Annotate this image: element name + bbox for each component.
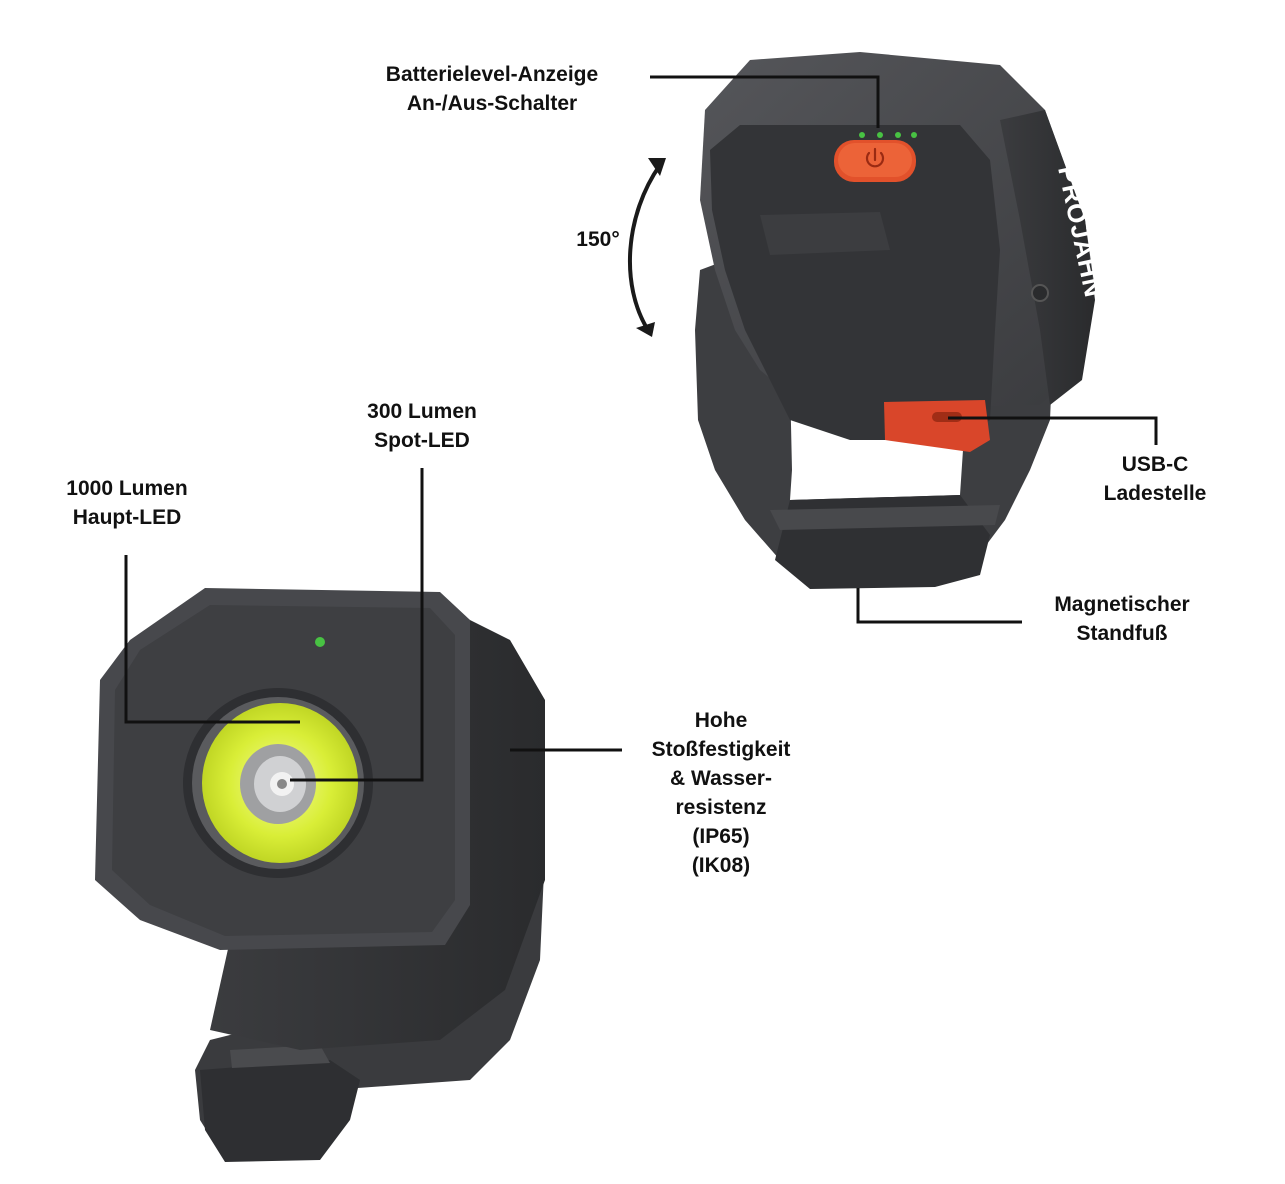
- label-line: & Wasser-: [670, 767, 772, 790]
- label-spot-led: 300 Lumen Spot-LED: [340, 397, 504, 455]
- power-button: [834, 140, 916, 182]
- label-rotation-angle: 150°: [576, 228, 620, 251]
- label-line: Batterielevel-Anzeige: [385, 63, 599, 86]
- label-usb-c: USB-C Ladestelle: [1075, 450, 1235, 508]
- battery-led: [877, 132, 883, 138]
- callout-line-spot: [290, 468, 424, 782]
- pivot-bolt: [1031, 284, 1049, 302]
- callout-line-usb: [948, 416, 1158, 445]
- label-line: Spot-LED: [374, 429, 470, 452]
- power-icon: [865, 147, 885, 168]
- label-line: Standfuß: [1076, 622, 1168, 645]
- label-battery-power: Batterielevel-Anzeige An-/Aus-Schalter: [352, 60, 632, 118]
- label-line: (IP65): [692, 825, 750, 848]
- label-magnetic-stand: Magnetischer Standfuß: [1030, 590, 1214, 648]
- label-line: Stoßfestigkeit: [651, 738, 791, 761]
- label-line: An-/Aus-Schalter: [406, 92, 578, 115]
- rear-back-plate: [710, 125, 1000, 440]
- battery-level-leds: [859, 132, 917, 138]
- callout-lines: [124, 75, 1158, 782]
- status-indicator-led: [315, 637, 325, 647]
- usb-c-port: [884, 400, 990, 452]
- label-line: Ladestelle: [1103, 482, 1207, 505]
- label-line: resistenz: [675, 796, 767, 819]
- callout-line-battery: [650, 75, 880, 128]
- label-ruggedness: Hohe Stoßfestigkeit & Wasser- resistenz …: [630, 706, 812, 880]
- rear-view-lamp: PROJAHN: [695, 52, 1109, 589]
- label-line: USB-C: [1121, 453, 1189, 476]
- spot-led: [240, 744, 316, 824]
- label-line: (IK08): [691, 854, 751, 877]
- label-line: 300 Lumen: [367, 400, 477, 423]
- battery-led: [895, 132, 901, 138]
- battery-led: [911, 132, 917, 138]
- front-view-lamp: [95, 588, 545, 1162]
- battery-led: [859, 132, 865, 138]
- rotation-arrow-icon: [627, 158, 666, 337]
- label-line: 1000 Lumen: [66, 477, 188, 500]
- callout-line-main: [124, 555, 300, 724]
- callout-line-magnet: [856, 588, 1022, 624]
- label-line: Haupt-LED: [72, 506, 182, 529]
- label-line: Hohe: [694, 709, 748, 732]
- label-line: Magnetischer: [1054, 593, 1190, 616]
- label-main-led: 1000 Lumen Haupt-LED: [45, 474, 209, 532]
